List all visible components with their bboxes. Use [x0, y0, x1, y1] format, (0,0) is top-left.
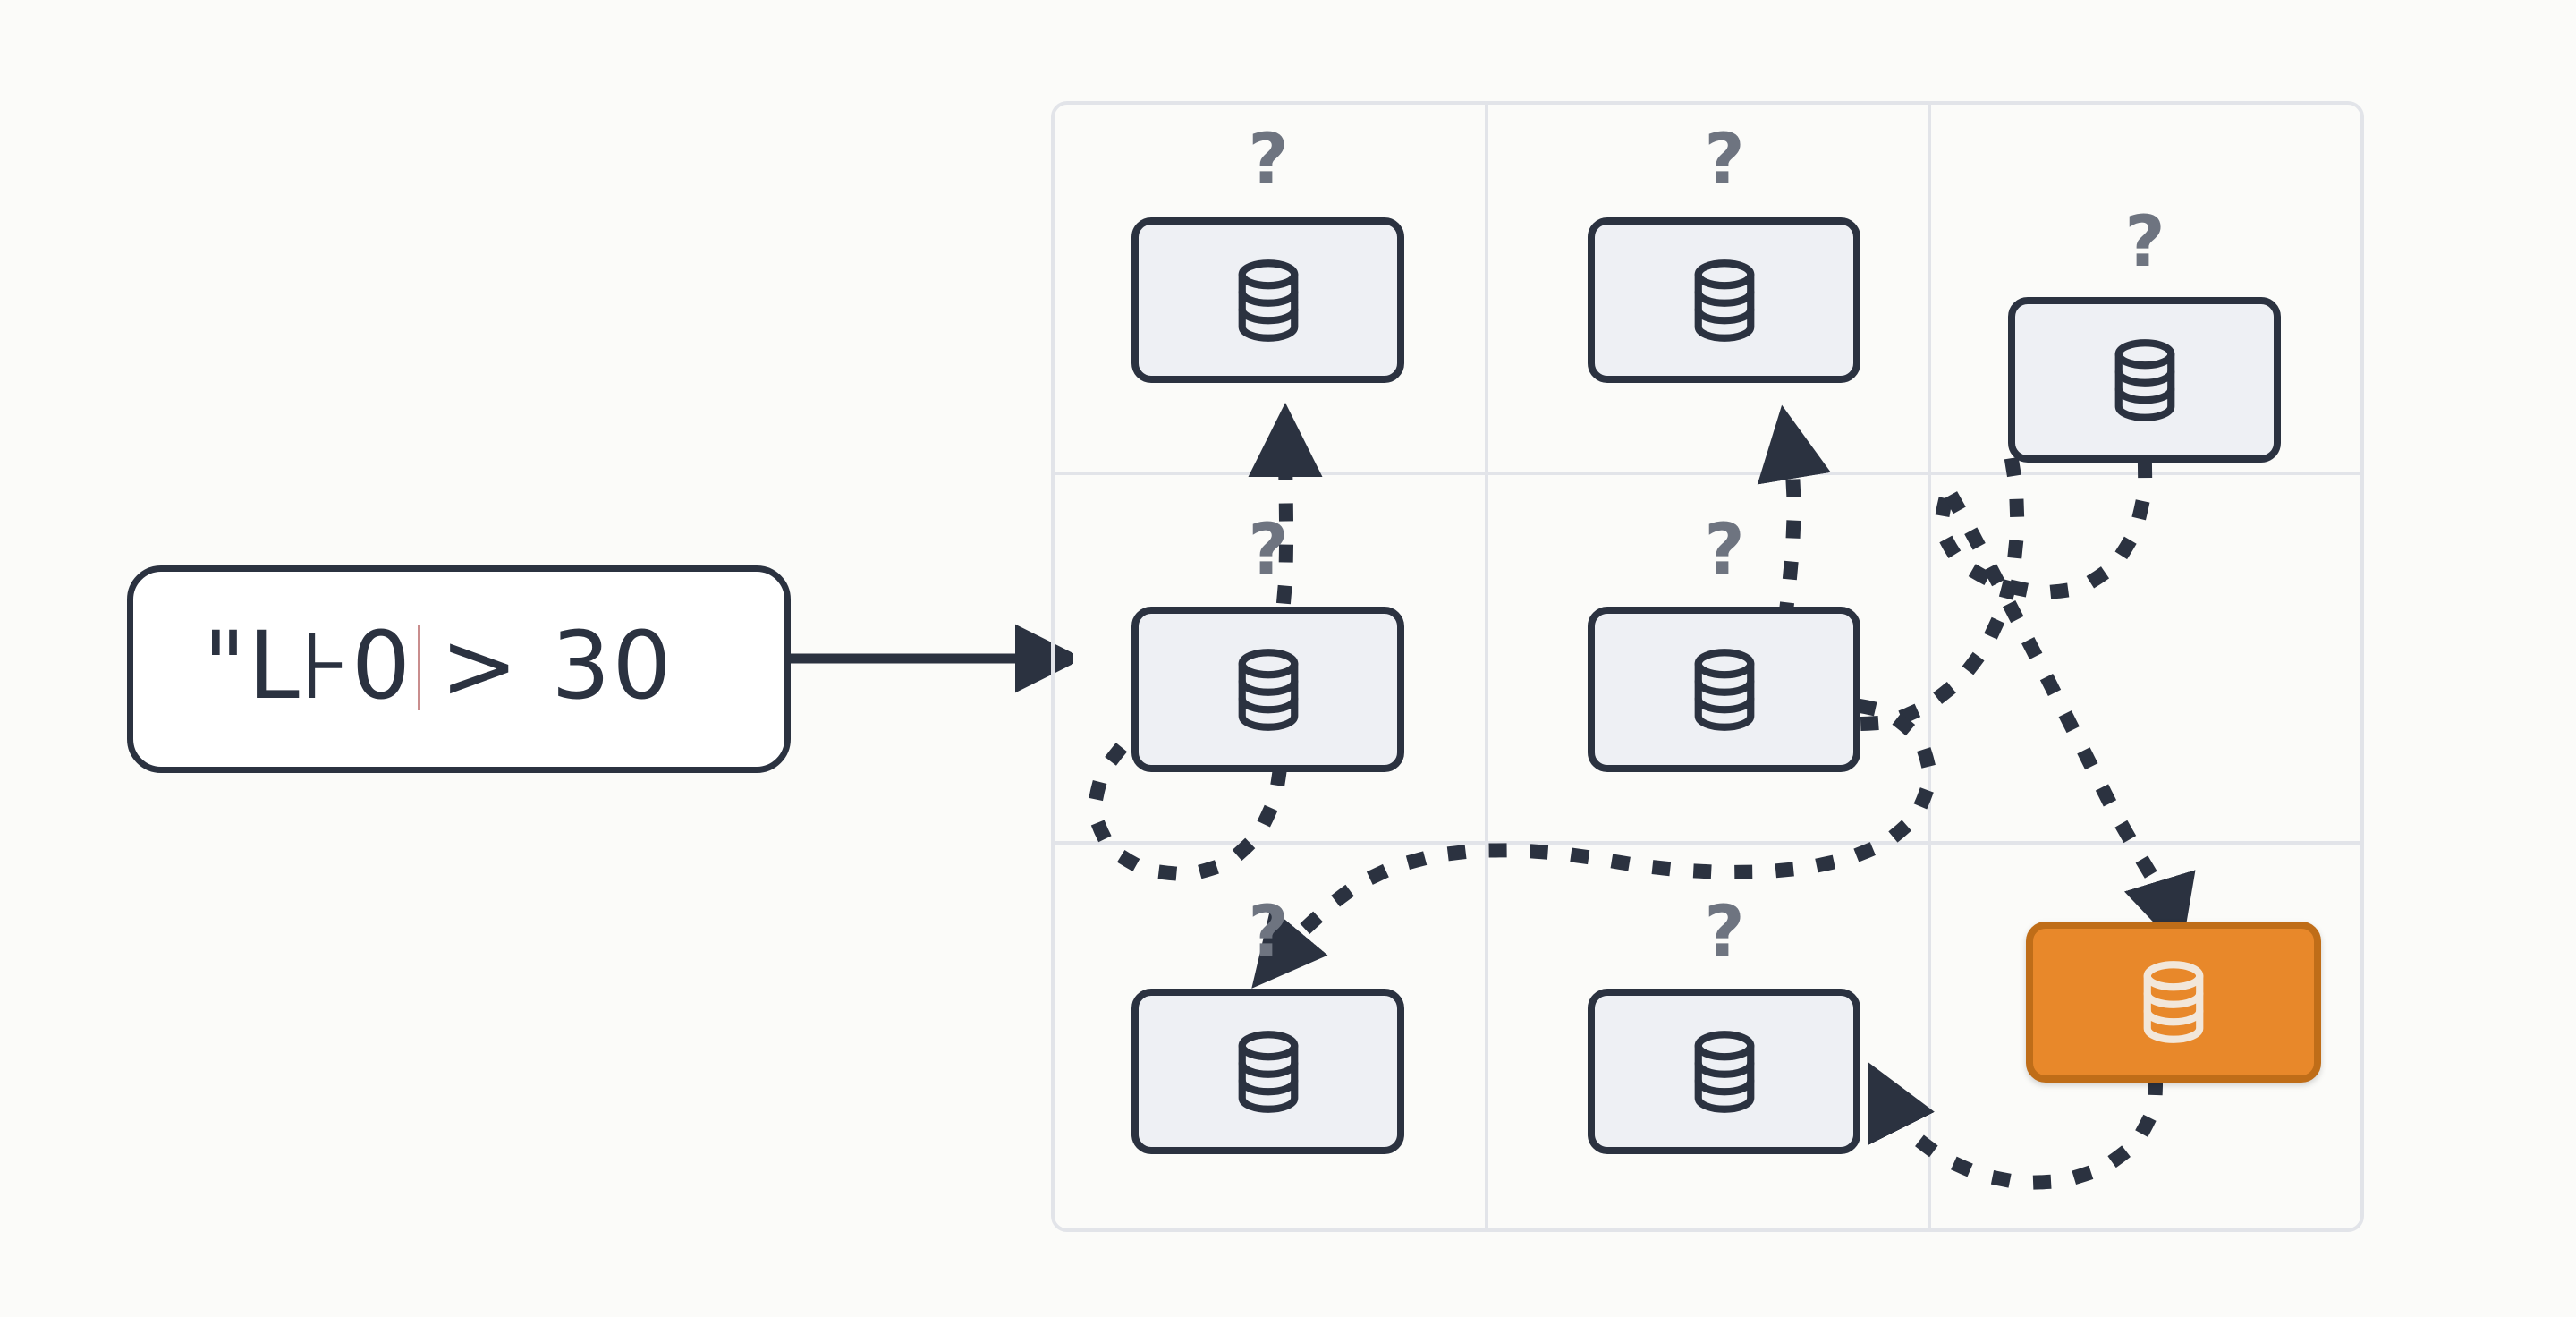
- query-text-after-caret: > 30: [440, 610, 674, 720]
- database-icon: [2114, 338, 2174, 421]
- database-node[interactable]: [1588, 607, 1860, 772]
- database-icon: [1238, 259, 1298, 342]
- text-caret: [418, 625, 421, 711]
- database-node-selected[interactable]: [2026, 922, 2321, 1083]
- query-input-box[interactable]: "L⊦0> 30: [127, 565, 791, 773]
- query-text: "L⊦0> 30: [203, 619, 674, 720]
- input-to-grid-arrow: [784, 624, 1073, 693]
- question-mark-icon: ?: [1248, 510, 1289, 591]
- query-text-before-caret: "L⊦0: [203, 610, 413, 720]
- database-icon: [1694, 259, 1754, 342]
- question-mark-icon: ?: [1704, 892, 1745, 973]
- question-mark-icon: ?: [2124, 202, 2165, 283]
- question-mark-icon: ?: [1248, 892, 1289, 973]
- grid-hline-2: [1055, 841, 2360, 845]
- grid-vline-2: [1928, 105, 1931, 1228]
- database-icon: [1694, 1030, 1754, 1113]
- question-mark-icon: ?: [1704, 120, 1745, 200]
- database-icon: [1694, 648, 1754, 731]
- database-icon: [1238, 1030, 1298, 1113]
- database-node[interactable]: [1131, 607, 1404, 772]
- database-icon: [1238, 648, 1298, 731]
- database-node[interactable]: [2008, 297, 2281, 463]
- database-icon: [2143, 961, 2204, 1043]
- database-node[interactable]: [1588, 989, 1860, 1154]
- database-node[interactable]: [1131, 989, 1404, 1154]
- grid-vline-1: [1485, 105, 1488, 1228]
- grid-hline-1: [1055, 472, 2360, 475]
- question-mark-icon: ?: [1248, 120, 1289, 200]
- database-node[interactable]: [1131, 217, 1404, 383]
- database-node[interactable]: [1588, 217, 1860, 383]
- question-mark-icon: ?: [1704, 510, 1745, 591]
